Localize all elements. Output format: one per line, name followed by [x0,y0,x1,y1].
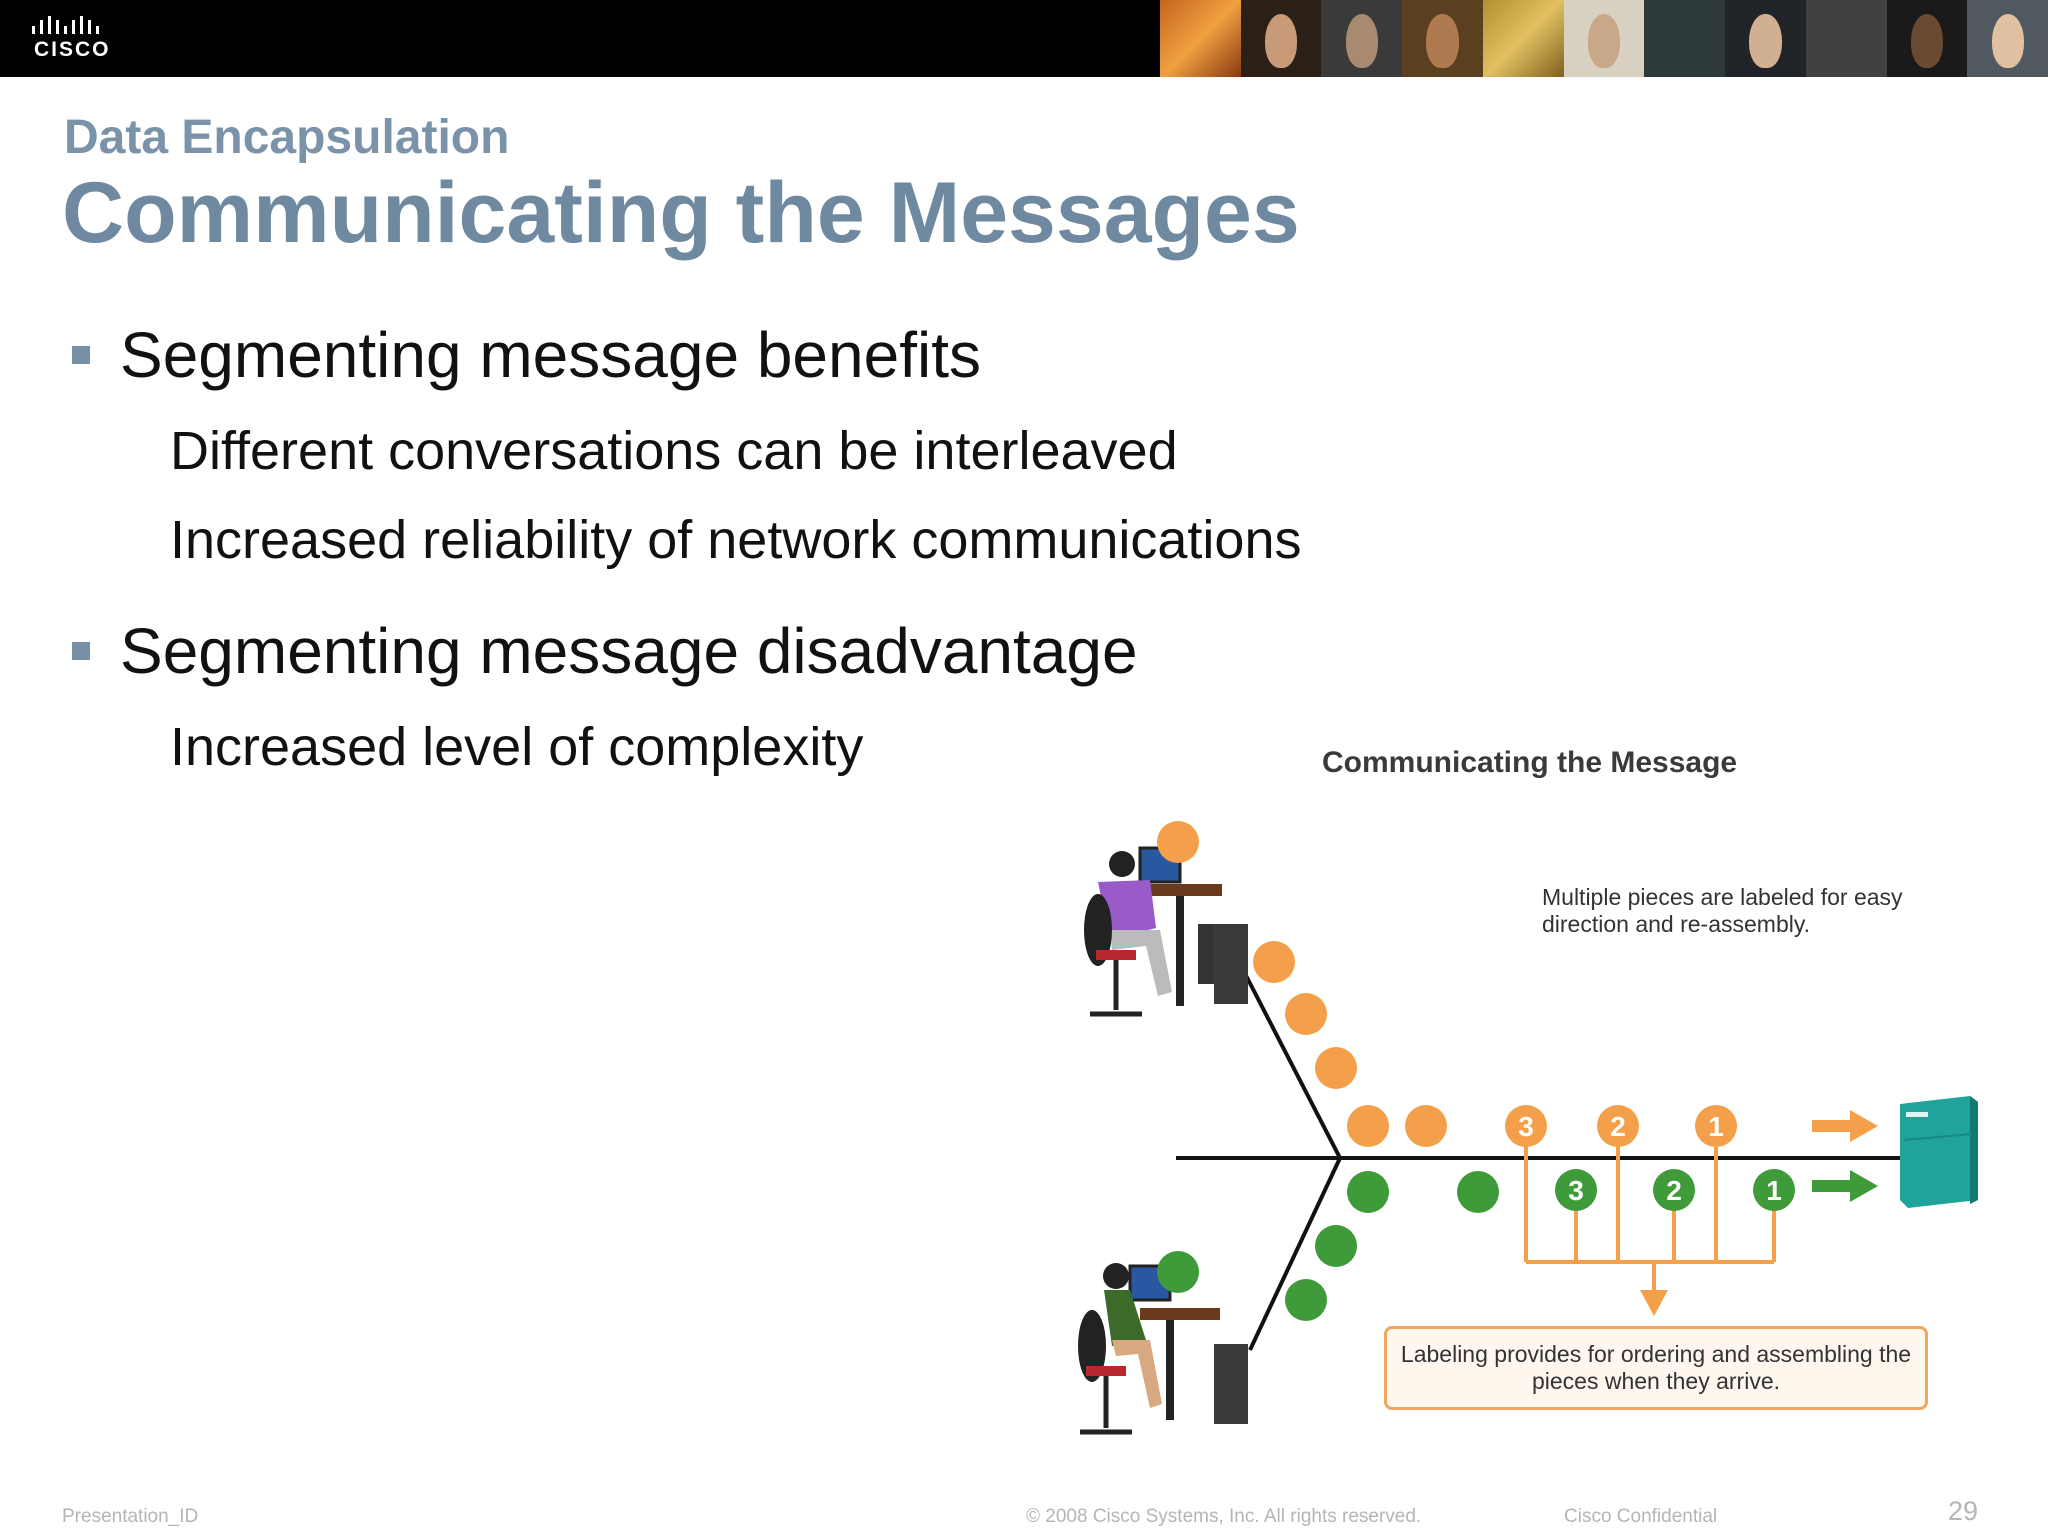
message-piece-green-labeled [1753,1169,1795,1211]
figure-note-top: Multiple pieces are labeled for easy dir… [1542,884,1903,937]
message-piece-green [1457,1171,1499,1213]
bullet-text: Segmenting message benefits [120,319,981,391]
message-piece-green [1347,1171,1389,1213]
message-pieces-green [1157,1169,1795,1321]
label-bracket [1524,1146,1776,1300]
message-piece-orange [1347,1105,1389,1147]
footer-copyright: © 2008 Cisco Systems, Inc. All rights re… [1026,1506,1422,1527]
cisco-bars-icon [32,16,99,34]
message-piece-orange [1405,1105,1447,1147]
bullet-text: Segmenting message disadvantage [120,615,1138,687]
piece-label-green: 1 [1766,1175,1782,1206]
page-number: 29 [1948,1496,1979,1526]
section-title: Data Encapsulation [64,111,510,164]
photo-tile [1725,0,1806,77]
piece-label-orange: 3 [1518,1111,1534,1142]
sub-bullet-item: Increased reliability of network communi… [170,510,1302,570]
figure-title: Communicating the Message [1322,746,1738,779]
green-arrow-icon [1812,1170,1878,1202]
sub-bullet-item: Increased level of complexity [170,717,864,777]
slide-title: Communicating the Messages [62,165,1300,261]
photo-tile [1805,0,1887,77]
orange-arrow-icon [1812,1110,1878,1142]
bullet-square-icon [72,642,90,660]
photo-tile [1240,0,1322,77]
message-piece-orange [1285,993,1327,1035]
message-piece-orange-labeled [1505,1105,1547,1147]
people-photo-strip [1160,0,2048,77]
computer-user-bottom-icon [1078,1263,1248,1435]
photo-tile [1321,0,1403,77]
message-piece-orange [1157,821,1199,863]
computer-user-top-icon [1084,846,1248,1017]
piece-label-orange: 1 [1708,1111,1724,1142]
message-pieces-orange [1157,821,1737,1147]
message-piece-orange [1253,941,1295,983]
message-piece-green [1315,1225,1357,1267]
down-arrow-icon [1640,1290,1668,1316]
top-banner: CISCO [0,0,2048,77]
network-line-top-branch [1236,959,1342,1159]
message-piece-green [1157,1251,1199,1293]
photo-tile [1402,0,1483,77]
bullet-square-icon [72,346,90,364]
piece-label-orange: 2 [1610,1111,1626,1142]
photo-tile [1160,0,1241,77]
message-piece-orange [1315,1047,1357,1089]
photo-tile [1563,0,1645,77]
figure-note-box: Labeling provides for ordering and assem… [1384,1326,1928,1410]
photo-tile [1886,0,1968,77]
network-line-bottom-branch [1248,1157,1342,1351]
cisco-logo: CISCO [30,14,130,66]
piece-label-green: 3 [1568,1175,1584,1206]
cisco-wordmark: CISCO [34,38,111,61]
message-piece-orange-labeled [1597,1105,1639,1147]
piece-label-green: 2 [1666,1175,1682,1206]
footer-confidential: Cisco Confidential [1564,1506,1718,1527]
server-icon [1900,1096,1978,1208]
message-piece-green [1285,1279,1327,1321]
photo-tile [1644,0,1726,77]
message-piece-orange-labeled [1695,1105,1737,1147]
photo-tile [1482,0,1564,77]
sub-bullet-item: Different conversations can be interleav… [170,421,1178,481]
segmentation-diagram: 3 2 1 3 2 1 [1078,821,1978,1435]
footer-presentation-id: Presentation_ID [62,1506,199,1527]
message-piece-green-labeled [1653,1169,1695,1211]
photo-tile [1967,0,2048,77]
message-piece-green-labeled [1555,1169,1597,1211]
